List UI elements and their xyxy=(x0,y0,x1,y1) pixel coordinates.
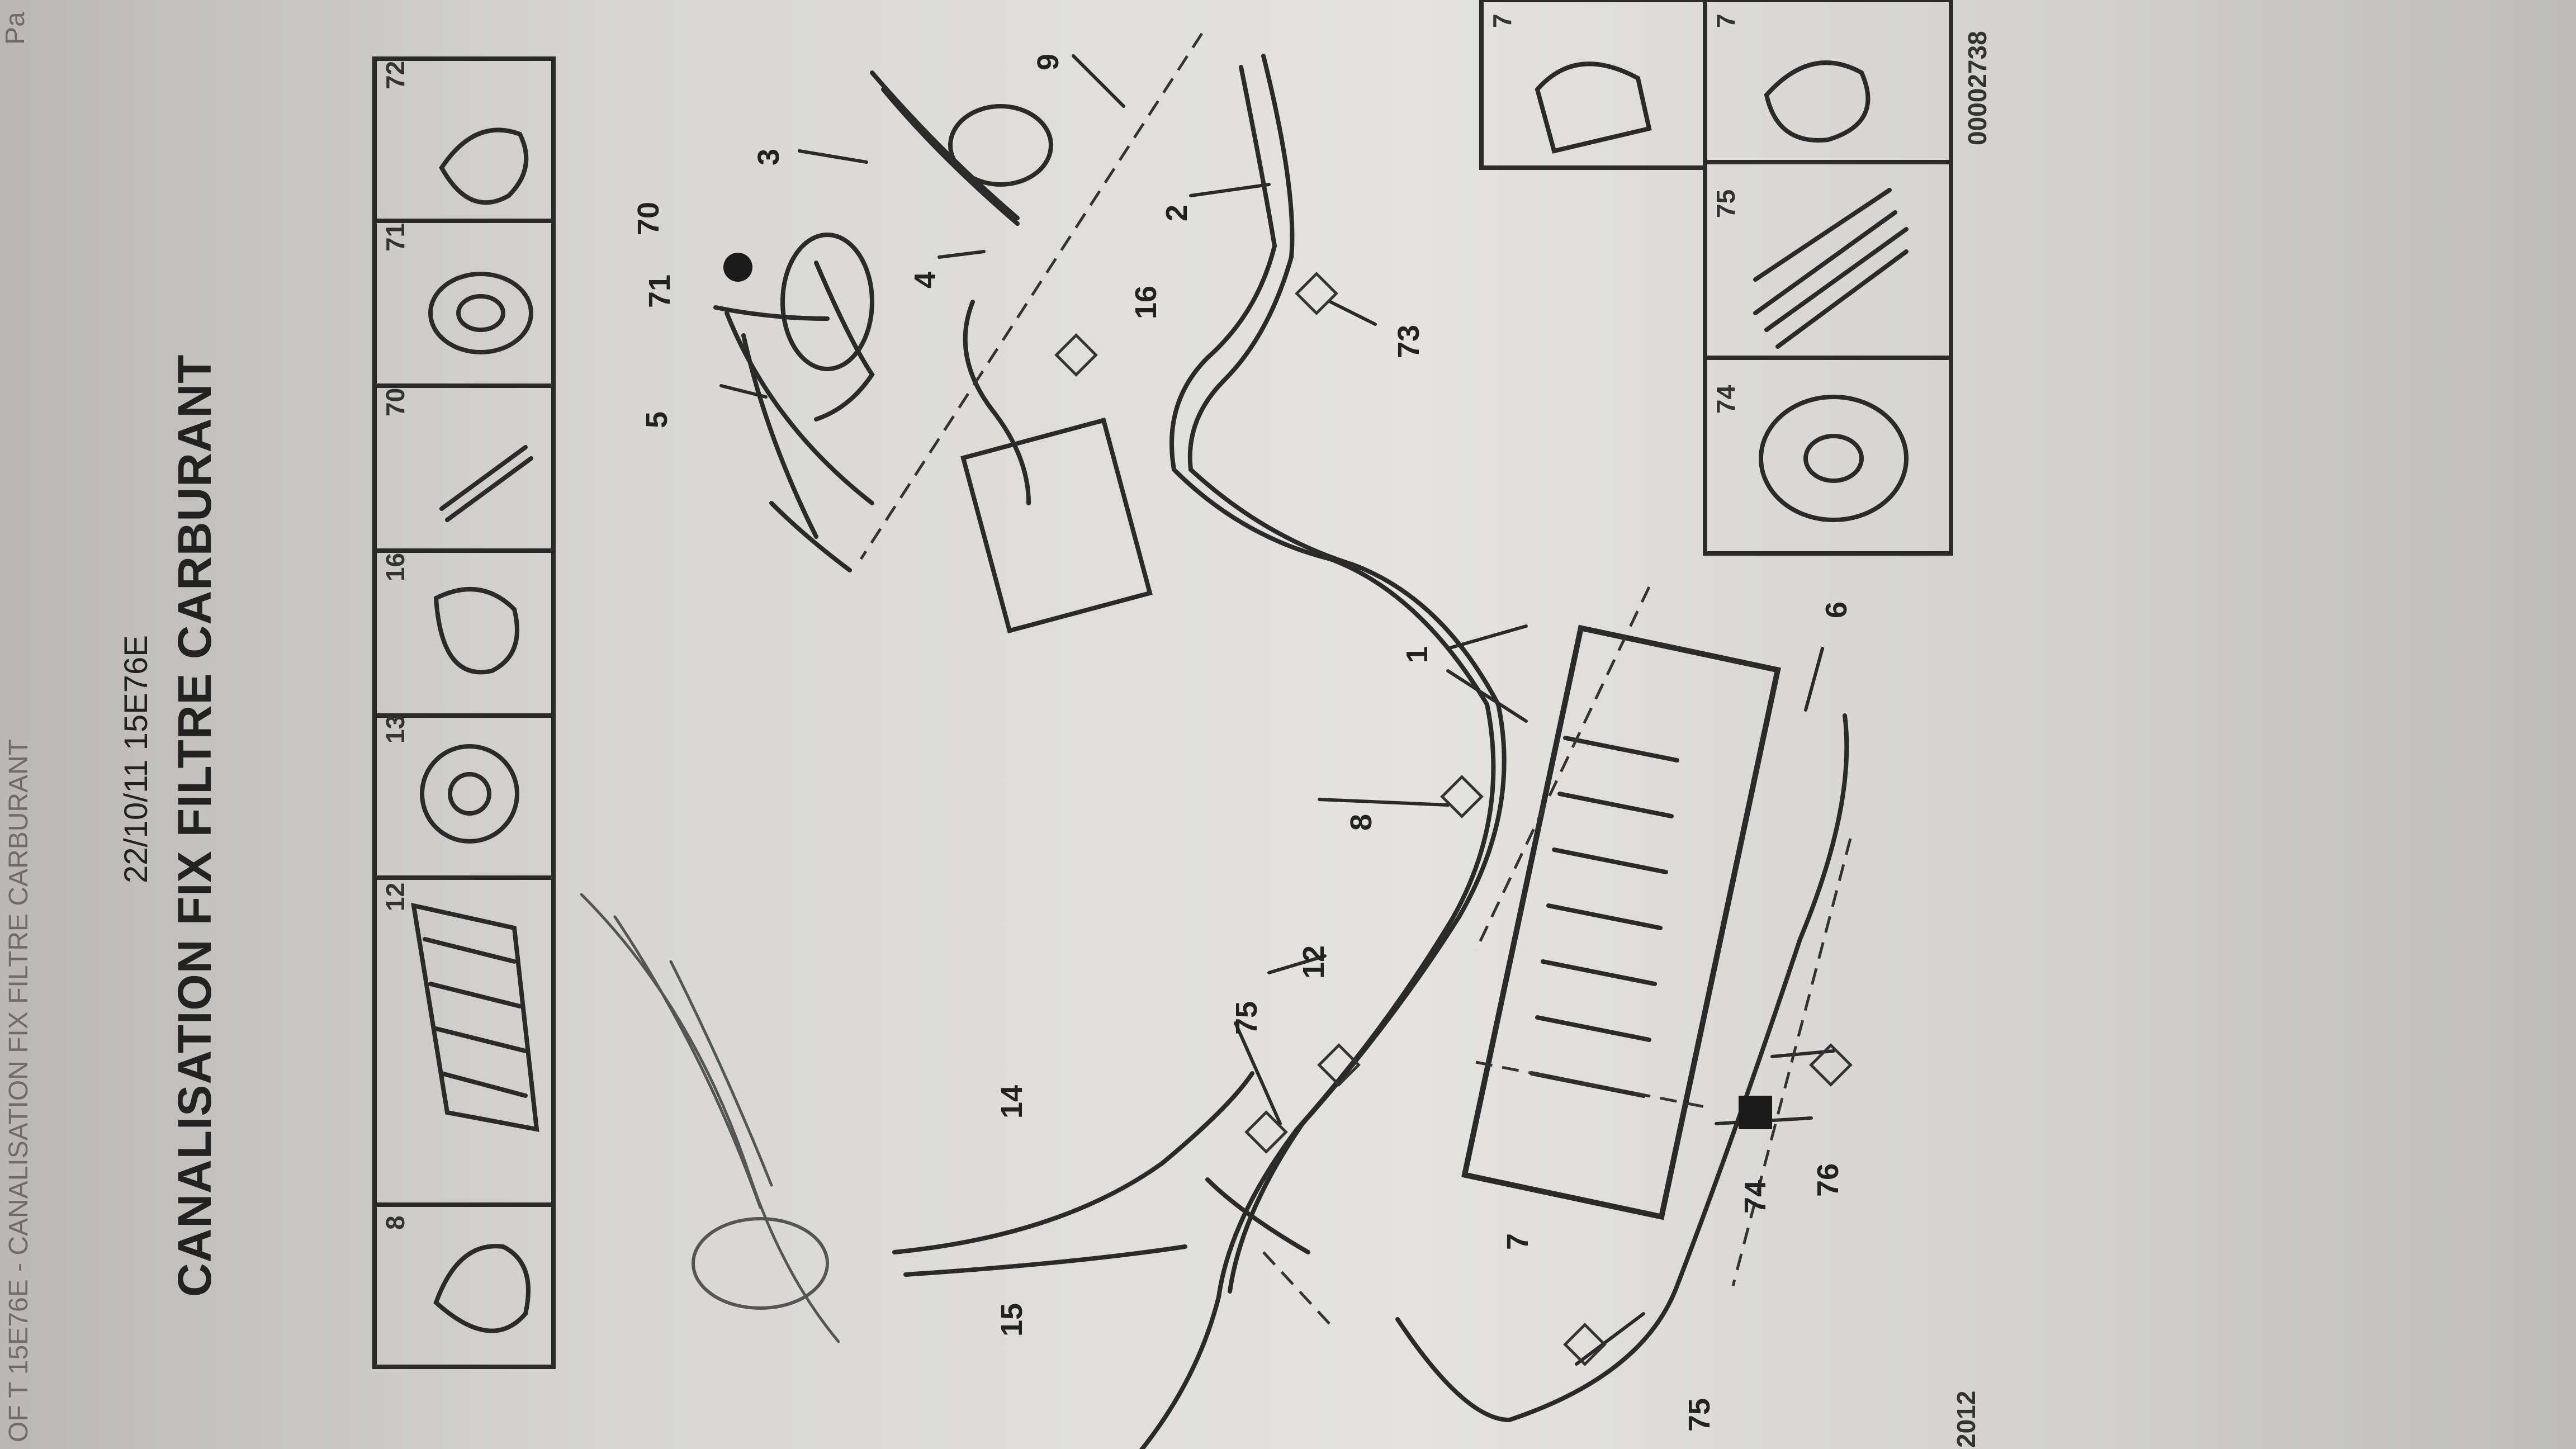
part-ref-72: 72 xyxy=(381,60,410,89)
callout-8: 8 xyxy=(1344,813,1379,831)
callout-3: 3 xyxy=(752,148,786,166)
side-ref-7b: 7 xyxy=(1488,13,1517,28)
part-ref-12: 12 xyxy=(381,882,410,911)
callout-1: 1 xyxy=(1400,646,1434,664)
callout-9: 9 xyxy=(1031,53,1066,71)
part-ref-70: 70 xyxy=(381,387,410,416)
callout-2: 2 xyxy=(1160,204,1194,222)
callout-73: 73 xyxy=(1392,324,1426,359)
callout-6: 6 xyxy=(1820,601,1854,619)
callout-71: 71 xyxy=(643,274,677,309)
callout-14: 14 xyxy=(995,1085,1029,1119)
side-ref-75: 75 xyxy=(1711,189,1740,218)
callout-74: 74 xyxy=(1739,1180,1773,1214)
part-ref-16: 16 xyxy=(381,552,410,581)
side-ref-7a: 7 xyxy=(1711,13,1740,28)
callout-7: 7 xyxy=(1501,1233,1535,1251)
part-ref-71: 71 xyxy=(381,222,410,252)
reference-number: 00002738 xyxy=(1963,31,1992,145)
callout-75-lower: 75 xyxy=(1683,1398,1717,1432)
callout-12: 12 xyxy=(1297,945,1331,979)
part-ref-13: 13 xyxy=(381,714,410,744)
callout-5: 5 xyxy=(640,411,674,429)
callout-70: 70 xyxy=(632,201,666,236)
callout-76: 76 xyxy=(1811,1163,1845,1197)
callout-4: 4 xyxy=(908,271,943,289)
callout-16: 16 xyxy=(1129,285,1163,320)
year-fragment: 2012 xyxy=(1952,1390,1981,1448)
part-ref-8: 8 xyxy=(381,1215,410,1230)
side-ref-74: 74 xyxy=(1711,385,1740,414)
callout-75-upper: 75 xyxy=(1230,1001,1264,1035)
callout-15: 15 xyxy=(995,1303,1029,1337)
